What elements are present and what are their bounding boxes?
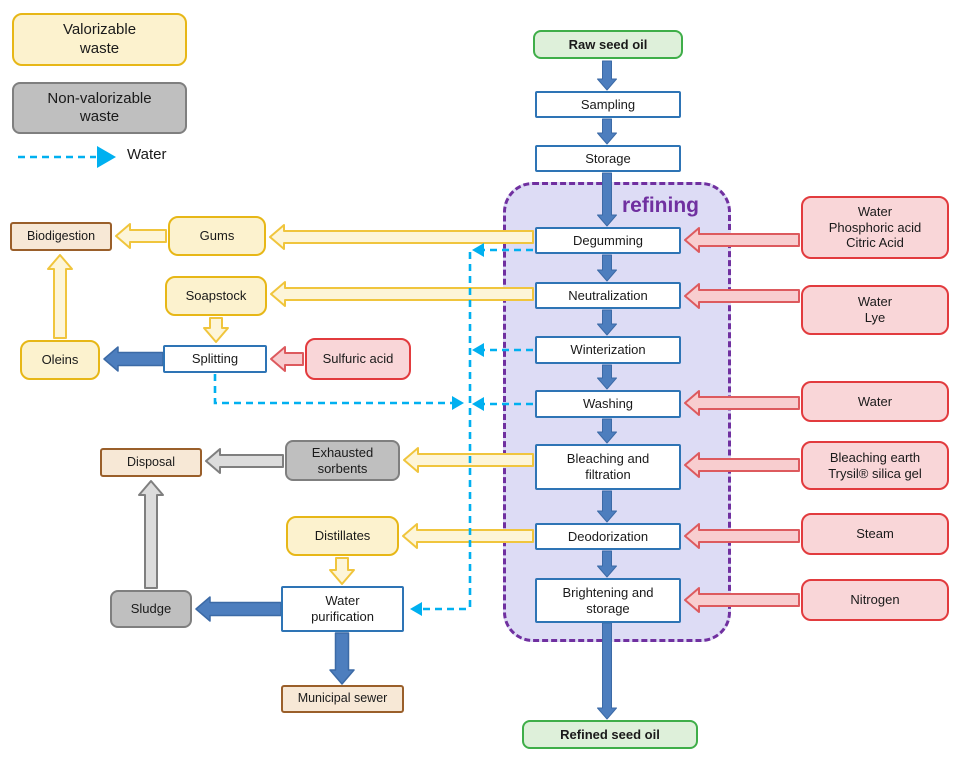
oleins-box: Oleins [20,340,100,380]
legend-water-label: Water [127,146,167,163]
arrow-brightening-to-refined [597,622,617,720]
sludge-box: Sludge [110,590,192,628]
storage-box: Storage [535,145,681,172]
arrow-neutralization-to-soapstock [270,281,534,307]
arrow-sampling-to-storage [597,118,617,145]
arrow-input-deodorization [684,523,800,549]
input-bleaching-box: Bleaching earth Trysil® silica gel [801,441,949,490]
water-purification-box: Water purification [281,586,404,632]
winterization-box: Winterization [535,336,681,364]
input-degumming-box: Water Phosphoric acid Citric Acid [801,196,949,259]
distillates-box: Distillates [286,516,399,556]
arrow-input-brightening [684,587,800,613]
water-arrowhead [452,396,464,410]
legend-valorizable-waste: Valorizable waste [12,13,187,66]
arrow-input-degumming [684,227,800,253]
degumming-box: Degumming [535,227,681,254]
water-arrowhead [472,343,484,357]
arrow-input-washing [684,390,800,416]
disposal-box: Disposal [100,448,202,477]
sampling-box: Sampling [535,91,681,118]
water-arrowhead [472,397,484,411]
gums-box: Gums [168,216,266,256]
arrow-washing-to-bleaching [597,418,617,444]
arrow-sorbents-to-disposal [205,448,284,474]
arrow-oleins-to-biodigestion [47,254,73,339]
municipal-sewer-box: Municipal sewer [281,685,404,713]
refined-seed-oil-box: Refined seed oil [522,720,698,749]
arrow-storage-to-degumming [597,172,617,227]
neutralization-box: Neutralization [535,282,681,309]
arrow-gums-to-biodigestion [115,223,167,249]
arrow-deodorization-to-distillates [402,523,534,549]
arrow-sludge-to-disposal [138,480,164,589]
arrow-soapstock-to-splitting [203,317,229,343]
arrow-bleaching-to-sorbents [403,447,534,473]
water-arrowhead [410,602,422,616]
sulfuric-acid-box: Sulfuric acid [305,338,411,380]
arrow-distillates-to-purification [329,557,355,585]
arrow-purification-to-sludge [195,596,282,622]
deodorization-box: Deodorization [535,523,681,550]
brightening-storage-box: Brightening and storage [535,578,681,623]
arrow-winterization-to-washing [597,364,617,390]
arrow-deodorization-to-brightening [597,550,617,578]
exhausted-sorbents-box: Exhausted sorbents [285,440,400,481]
raw-seed-oil-box: Raw seed oil [533,30,683,59]
arrow-purification-to-sewer [329,632,355,685]
washing-box: Washing [535,390,681,418]
splitting-box: Splitting [163,345,267,373]
input-brightening-box: Nitrogen [801,579,949,621]
arrow-raw-to-sampling [597,60,617,91]
arrow-splitting-to-oleins [103,346,164,372]
water-arrowhead [472,243,484,257]
arrow-input-neutralization [684,283,800,309]
bleaching-filtration-box: Bleaching and filtration [535,444,681,490]
arrow-degumming-to-neutralization [597,254,617,282]
arrow-sulfuric-to-splitting [270,346,304,372]
arrow-neutralization-to-winterization [597,309,617,336]
water-line-splitting [213,374,452,405]
legend-non-valorizable-waste: Non-valorizable waste [12,82,187,134]
soapstock-box: Soapstock [165,276,267,316]
water-arrowhead [97,145,116,169]
biodigestion-box: Biodigestion [10,222,112,251]
arrow-input-bleaching [684,452,800,478]
input-washing-box: Water [801,381,949,422]
input-neutralization-box: Water Lye [801,285,949,335]
input-deodorization-box: Steam [801,513,949,555]
refining-label: refining [622,194,699,217]
arrow-bleaching-to-deodorization [597,490,617,523]
arrow-degumming-to-gums [269,224,534,250]
